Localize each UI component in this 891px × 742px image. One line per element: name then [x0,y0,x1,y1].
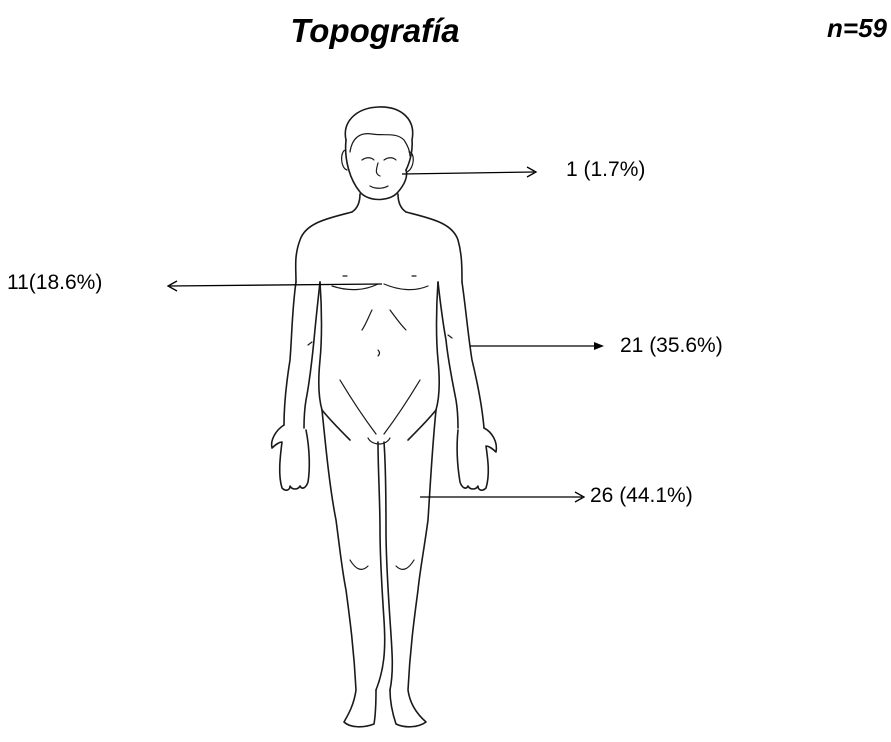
arrow-head-region [402,167,536,177]
region-label-trunk: 11(18.6%) [7,271,102,295]
region-label-upper-limb: 21 (35.6%) [620,334,723,358]
region-label-lower-limb: 26 (44.1%) [590,484,693,508]
human-figure [272,107,497,727]
region-label-head: 1 (1.7%) [566,158,645,182]
arrow-lower-limb-region [420,492,584,502]
arrow-upper-limb-region [470,342,604,350]
